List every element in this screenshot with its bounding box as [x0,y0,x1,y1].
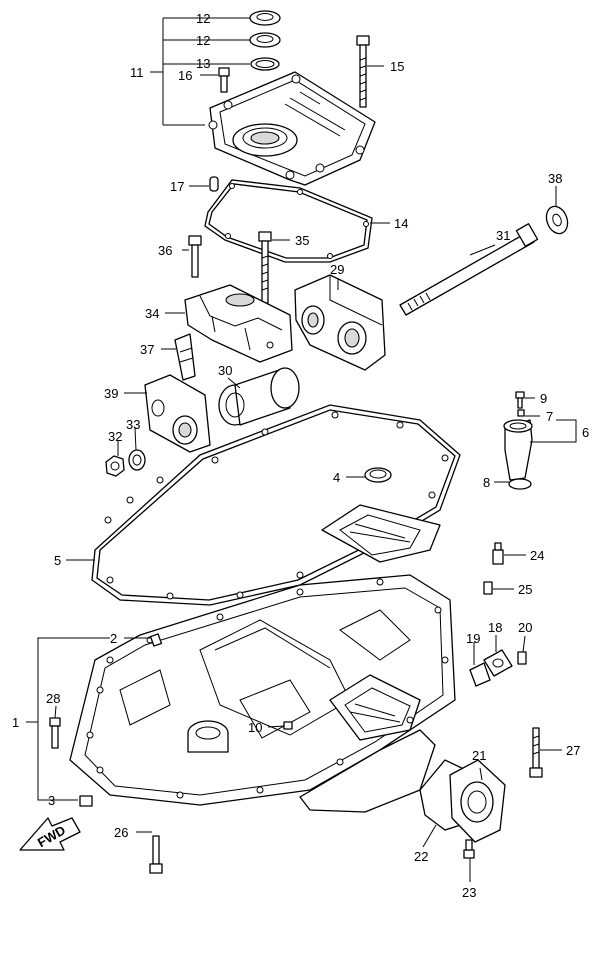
callout-29: 29 [330,262,344,277]
housing-34 [184,284,293,363]
callout-16: 16 [178,68,192,83]
fwd-arrow-icon: FWD [19,817,81,851]
bolt-9 [515,391,525,409]
gasket-19 [469,662,491,687]
cover-39 [144,374,211,453]
callout-8: 8 [483,475,490,490]
cover-21 [449,759,506,843]
callout-31: 31 [496,228,510,243]
callout-12-upper: 12 [196,11,210,26]
bolt-20 [517,651,527,665]
gasket-14 [204,179,373,263]
washer-33 [128,449,146,471]
callout-30: 30 [218,363,232,378]
seal-12-lower [249,32,281,48]
callout-34: 34 [145,306,159,321]
callout-11: 11 [130,65,144,80]
callout-36: 36 [158,243,172,258]
callout-32: 32 [108,429,122,444]
callout-35: 35 [295,233,309,248]
callout-1: 1 [12,715,19,730]
bolt-26 [149,835,163,874]
callout-7: 7 [546,409,553,424]
callout-13: 13 [196,56,210,71]
callout-21: 21 [472,748,486,763]
callout-39: 39 [104,386,118,401]
ring-4 [364,467,392,483]
callout-5: 5 [54,553,61,568]
callout-37: 37 [140,342,154,357]
nut-32 [105,455,125,477]
pipe-6 [503,419,533,481]
callout-28: 28 [46,691,60,706]
bolt-27 [529,727,543,778]
cover-plate [208,71,376,186]
bolt-35 [258,231,272,304]
washer-38 [545,205,569,235]
bolt-36 [188,235,202,278]
washer-7 [517,409,525,417]
bolt-25 [483,581,493,595]
callout-9: 9 [540,391,547,406]
callout-24: 24 [530,548,544,563]
callout-18: 18 [488,620,502,635]
bracket-37 [174,333,196,381]
bolt-10 [283,721,293,730]
bolt-2 [149,633,163,647]
callout-25: 25 [518,582,532,597]
bolt-16 [218,67,230,93]
seal-12-upper [249,10,281,26]
bolt-15 [356,35,370,108]
gasket-5 [91,404,461,606]
plug-3 [79,795,93,807]
callout-17: 17 [170,179,184,194]
callout-19: 19 [466,631,480,646]
sensor-24 [492,542,504,565]
callout-23: 23 [462,885,476,900]
callout-labels: 12 12 11 13 16 15 17 38 14 31 36 35 29 3… [12,11,589,900]
callout-27: 27 [566,743,580,758]
callout-15: 15 [390,59,404,74]
callout-6: 6 [582,425,589,440]
bolt-28 [49,717,61,749]
callout-12-lower: 12 [196,33,210,48]
roller-30 [218,367,300,426]
shaft-31 [399,223,539,316]
callout-26: 26 [114,825,128,840]
pin-17 [209,176,219,192]
oil-pan-1 [69,574,456,813]
ring-13 [250,57,280,71]
cover-18 [483,649,513,677]
callout-22: 22 [414,849,428,864]
callout-38: 38 [548,171,562,186]
callout-2: 2 [110,631,117,646]
callout-14: 14 [394,216,408,231]
housing-29 [294,274,386,371]
leader-lines [26,17,577,882]
callout-3: 3 [48,793,55,808]
callout-4: 4 [333,470,340,485]
callout-10: 10 [248,720,262,735]
bolt-23 [463,839,475,859]
callout-33: 33 [126,417,140,432]
callout-20: 20 [518,620,532,635]
oring-8 [508,478,532,490]
